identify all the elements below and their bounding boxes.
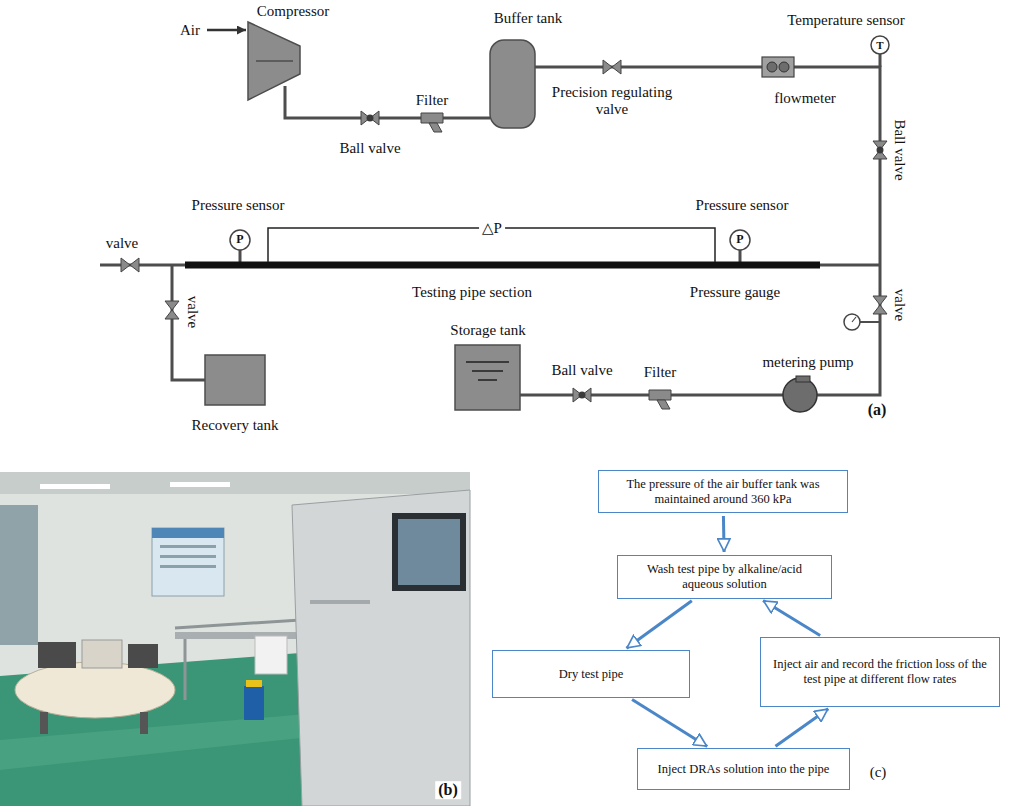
ball-valve-symbol [573, 388, 591, 402]
panel-label: (a) [868, 401, 887, 419]
lab-photo [0, 472, 470, 806]
flow-arrow [632, 700, 707, 747]
component-label: Buffer tank [494, 10, 562, 27]
pressure-sensor-symbol [730, 230, 750, 250]
valve-symbol [165, 301, 179, 319]
panel-label: (b) [435, 781, 461, 799]
step-text: The pressure of the air buffer tank was … [607, 477, 839, 507]
regulating-valve-symbol [603, 60, 621, 74]
pressure-sensor-symbol [230, 230, 250, 250]
process-box: Wash test pipe by alkaline/acid aqueous … [617, 555, 832, 599]
process-box: Inject DRAs solution into the pipe [637, 748, 850, 790]
flow-arrow [763, 601, 820, 636]
ball-valve-symbol [361, 111, 379, 125]
recovery-tank-symbol [205, 355, 265, 405]
component-label: metering pump [762, 354, 853, 371]
component-label: flowmeter [774, 90, 836, 107]
air-inlet-arrow [207, 29, 246, 32]
compressor-symbol [248, 22, 300, 100]
component-label: Storage tank [450, 322, 525, 339]
valve-symbol [121, 258, 139, 272]
flow-arrow [775, 709, 828, 747]
component-label: valve [185, 296, 202, 328]
component-label: Ball valve [551, 362, 612, 379]
storage-tank-symbol [455, 345, 520, 410]
step-text: Dry test pipe [559, 667, 624, 682]
component-label: Pressure gauge [690, 284, 780, 301]
component-label: Ball valve [892, 119, 909, 180]
filter-symbol [649, 390, 671, 409]
temperature-sensor-symbol [871, 36, 889, 54]
component-label: Testing pipe section [412, 284, 532, 301]
component-label: Precision regulating valve [537, 84, 687, 117]
process-box: Dry test pipe [492, 650, 690, 698]
sensor-letter: T [876, 39, 883, 51]
component-label: Filter [644, 364, 677, 381]
valve-symbol [873, 296, 887, 314]
sensor-letter: P [736, 233, 743, 246]
filter-symbol [421, 113, 443, 132]
component-label: valve [106, 235, 138, 252]
component-label: Compressor [257, 3, 330, 20]
flow-arrow [626, 601, 691, 648]
metering-pump-symbol [783, 376, 817, 412]
step-text: Inject air and record the friction loss … [769, 657, 991, 687]
component-label: Ball valve [339, 140, 400, 157]
test-pipe [185, 262, 820, 269]
component-label: Temperature sensor [787, 12, 905, 29]
step-text: Wash test pipe by alkaline/acid aqueous … [626, 562, 823, 592]
component-label: Pressure sensor [696, 197, 789, 214]
sensor-letter: P [236, 233, 243, 246]
pressure-difference-label: △P [479, 220, 505, 237]
flowmeter-symbol [762, 57, 794, 77]
ball-valve-symbol [873, 141, 887, 159]
component-label: Filter [416, 92, 449, 109]
panel-label: (c) [870, 764, 887, 781]
process-box: Inject air and record the friction loss … [760, 637, 1000, 707]
buffer-tank-symbol [490, 40, 535, 128]
step-text: Inject DRAs solution into the pipe [658, 762, 830, 777]
component-label: valve [892, 289, 909, 321]
flow-arrow [722, 516, 726, 552]
pressure-gauge-symbol [844, 314, 860, 330]
component-label: Recovery tank [191, 417, 278, 434]
process-box: The pressure of the air buffer tank was … [598, 470, 848, 513]
component-label: Air [180, 22, 200, 39]
component-label: Pressure sensor [192, 197, 285, 214]
